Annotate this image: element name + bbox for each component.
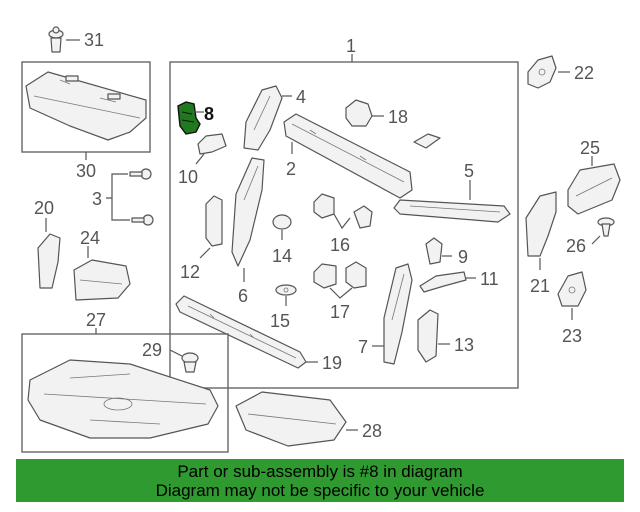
part-22-bracket[interactable]	[527, 55, 557, 89]
under-cover-frame	[21, 333, 229, 453]
part-21-side-bracket[interactable]	[525, 191, 557, 257]
callout-21[interactable]: 21	[530, 276, 550, 296]
part-26-fastener[interactable]	[597, 217, 615, 237]
part-12-bracket[interactable]	[205, 195, 223, 247]
callout-22[interactable]: 22	[574, 63, 594, 83]
part-under-engine-cover[interactable]	[27, 359, 219, 439]
callout-14[interactable]: 14	[272, 246, 292, 266]
callout-6[interactable]: 6	[238, 286, 248, 306]
callout-9[interactable]: 9	[458, 247, 468, 267]
part-28-lower-panel[interactable]	[235, 391, 347, 447]
callout-19[interactable]: 19	[322, 353, 342, 373]
banner-line-1: Part or sub-assembly is #8 in diagram	[177, 461, 463, 481]
callout-29[interactable]: 29	[142, 340, 162, 360]
callout-23[interactable]: 23	[562, 326, 582, 346]
callout-1[interactable]: 1	[346, 36, 356, 56]
callout-12[interactable]: 12	[180, 262, 200, 282]
callout-31[interactable]: 31	[84, 30, 104, 50]
callout-3[interactable]: 3	[92, 189, 102, 209]
callout-2[interactable]: 2	[286, 159, 296, 179]
part-20-side-bracket[interactable]	[37, 233, 61, 289]
callout-15[interactable]: 15	[270, 311, 290, 331]
callout-26[interactable]: 26	[566, 236, 586, 256]
part-14-clip[interactable]	[272, 214, 292, 230]
part-16-bracket-pair[interactable]	[313, 193, 373, 229]
part-7-vertical-support[interactable]	[383, 263, 413, 365]
callout-17[interactable]: 17	[330, 302, 350, 322]
callout-7[interactable]: 7	[358, 337, 368, 357]
part-31-clip[interactable]	[48, 26, 64, 53]
callout-10[interactable]: 10	[178, 167, 198, 187]
part-4-support-upright[interactable]	[243, 85, 283, 151]
part-15-grommet[interactable]	[275, 284, 297, 296]
part-2-upper-crossmember[interactable]	[283, 113, 413, 199]
part-17-bracket-pair[interactable]	[313, 261, 367, 289]
callout-25[interactable]: 25	[580, 138, 600, 158]
callout-11[interactable]: 11	[480, 269, 499, 289]
part-18-bracket[interactable]	[345, 99, 373, 127]
part-11-bracket-arm[interactable]	[419, 271, 467, 293]
part-30-radiator-support-cover[interactable]	[25, 71, 147, 141]
part-13-bracket-panel[interactable]	[417, 309, 439, 363]
callout-20[interactable]: 20	[34, 198, 54, 218]
callout-8[interactable]: 8	[204, 104, 214, 124]
callout-4[interactable]: 4	[296, 87, 306, 107]
part-25-side-panel[interactable]	[567, 163, 621, 215]
callout-18[interactable]: 18	[388, 107, 408, 127]
callout-24[interactable]: 24	[80, 228, 100, 248]
callout-27[interactable]: 27	[86, 310, 106, 330]
part-10-small-bracket[interactable]	[197, 133, 227, 155]
part-23-bracket[interactable]	[557, 271, 587, 307]
part-5-side-rail[interactable]	[393, 199, 511, 223]
part-6-vertical-support[interactable]	[231, 157, 265, 267]
callout-5[interactable]: 5	[464, 161, 474, 181]
callout-28[interactable]: 28	[362, 421, 382, 441]
banner-line-2: Diagram may not be specific to your vehi…	[155, 480, 485, 500]
part-small-plate	[413, 133, 441, 149]
callout-16[interactable]: 16	[330, 235, 350, 255]
part-3-bolt-pair[interactable]	[129, 168, 154, 226]
callout-30[interactable]: 30	[76, 161, 96, 181]
part-info-banner: Part or sub-assembly is #8 in diagram Di…	[16, 459, 624, 502]
part-29-clip[interactable]	[181, 352, 199, 373]
main-assembly-frame	[169, 61, 519, 389]
part-24-splash-shield[interactable]	[73, 259, 131, 301]
part-8-highlighted-bracket[interactable]	[177, 101, 201, 135]
callout-13[interactable]: 13	[454, 335, 474, 355]
part-9-tab[interactable]	[425, 237, 443, 265]
